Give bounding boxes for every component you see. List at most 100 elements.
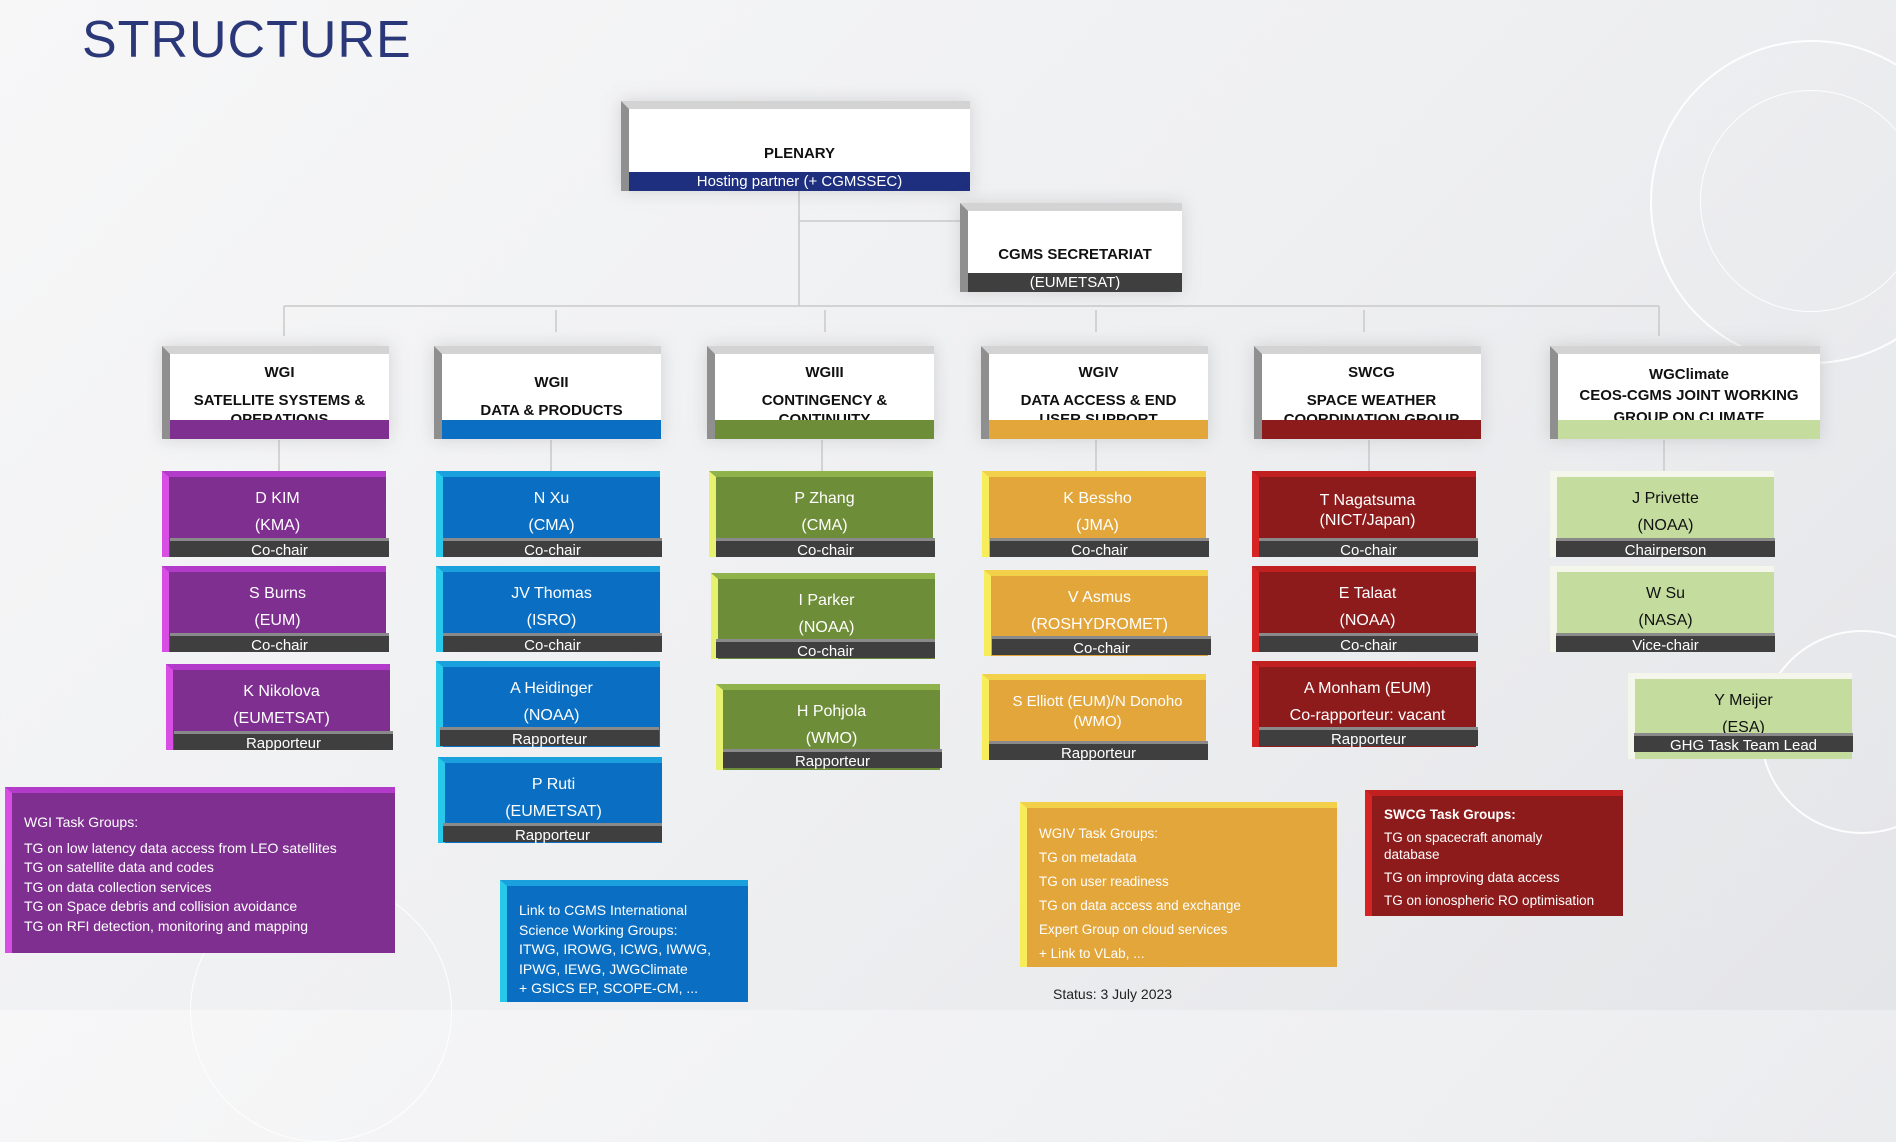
person-org: (NOAA) xyxy=(1339,612,1396,629)
secretariat-title: CGMS SECRETARIAT xyxy=(998,246,1152,263)
wg4-task-groups: WGIV Task Groups: TG on metadata TG on u… xyxy=(1020,802,1337,967)
person-name: K Bessho xyxy=(1063,490,1132,507)
wg2-title-line1: DATA & PRODUCTS xyxy=(480,402,623,419)
person-name: JV Thomas xyxy=(511,585,592,602)
person-name: S Elliott (EUM)/N Donoho xyxy=(1012,693,1183,710)
person-org: (ISRO) xyxy=(526,612,577,629)
task-groups-heading: SWCG Task Groups: xyxy=(1384,807,1516,822)
task-group-item: TG on data collection services xyxy=(24,878,212,895)
person-org: (EUM) xyxy=(254,612,301,629)
wg1-code: WGI xyxy=(264,364,295,381)
person-org: Co-rapporteur: vacant xyxy=(1289,707,1446,724)
task-group-item: TG on improving data access xyxy=(1384,870,1560,885)
person-name: P Ruti xyxy=(531,776,576,793)
wg2-header: WGII DATA & PRODUCTS xyxy=(434,346,661,439)
person-org: (CMA) xyxy=(801,517,848,534)
role-label: Rapporteur xyxy=(989,741,1208,762)
person-org: (JMA) xyxy=(1076,517,1119,534)
wg3-header: WGIII CONTINGENCY & CONTINUITY xyxy=(707,346,934,439)
task-group-item: TG on ionospheric RO optimisation xyxy=(1384,893,1595,908)
role-label: GHG Task Team Lead xyxy=(1634,733,1853,754)
role-label: Co-chair xyxy=(443,633,662,654)
wg4-header: WGIV DATA ACCESS & END USER SUPPORT xyxy=(981,346,1208,439)
task-groups-heading: WGIV Task Groups: xyxy=(1039,826,1159,841)
role-label: Co-chair xyxy=(990,538,1209,559)
science-link-line: Link to CGMS International xyxy=(519,902,688,918)
person-name: S Burns xyxy=(249,585,306,602)
plenary-title: PLENARY xyxy=(763,145,836,162)
role-label: Co-chair xyxy=(1259,633,1478,654)
person-org: (NICT/Japan) xyxy=(1319,512,1416,529)
person-name: A Heidinger xyxy=(510,680,593,697)
task-group-item: TG on Space debris and collision avoidan… xyxy=(24,898,298,914)
task-group-item: TG on RFI detection, monitoring and mapp… xyxy=(24,917,309,934)
person-org: (KMA) xyxy=(254,517,301,534)
person-org: (EUMETSAT) xyxy=(505,803,602,820)
wgclimate-title-line1: CEOS-CGMS JOINT WORKING xyxy=(1579,387,1799,404)
wg3-title-line1: CONTINGENCY & xyxy=(761,392,888,409)
wg1-task-groups: WGI Task Groups: TG on low latency data … xyxy=(5,787,395,953)
science-link-line: IPWG, IEWG, JWGClimate xyxy=(519,960,688,977)
task-group-item: TG on satellite data and codes xyxy=(24,859,214,875)
person-org: (WMO) xyxy=(1073,713,1122,730)
task-group-item: TG on spacecraft anomaly database xyxy=(1384,830,1543,862)
role-label: Rapporteur xyxy=(1259,727,1478,748)
person-name: W Su xyxy=(1645,585,1686,602)
role-label: Rapporteur xyxy=(723,749,942,770)
person-org: (NASA) xyxy=(1638,612,1693,629)
person-name: P Zhang xyxy=(794,490,855,507)
person-name: T Nagatsuma xyxy=(1319,492,1416,509)
wgclimate-header: WGClimate CEOS-CGMS JOINT WORKING GROUP … xyxy=(1550,346,1820,439)
wgclimate-color-bar xyxy=(1558,420,1820,439)
role-label: Rapporteur xyxy=(174,731,393,752)
swcg-header: SWCG SPACE WEATHER COORDINATION GROUP xyxy=(1254,346,1481,439)
person-org: (EUMETSAT) xyxy=(233,710,330,727)
role-label: Co-chair xyxy=(716,538,935,559)
task-group-item: TG on low latency data access from LEO s… xyxy=(24,839,337,856)
person-name: V Asmus xyxy=(1067,589,1132,606)
wg4-code: WGIV xyxy=(1078,364,1119,381)
person-name: J Privette xyxy=(1632,490,1699,507)
science-link-line: Science Working Groups: xyxy=(519,921,678,938)
wg2-code: WGII xyxy=(534,374,569,391)
person-name: E Talaat xyxy=(1338,585,1397,602)
secretariat-subtitle: (EUMETSAT) xyxy=(968,273,1182,292)
wg3-color-bar xyxy=(715,420,934,439)
science-link-line: + GSICS EP, SCOPE-CM, ... xyxy=(519,980,699,996)
role-label: Co-chair xyxy=(992,636,1211,657)
page-title: STRUCTURE xyxy=(82,11,412,69)
role-label: Vice-chair xyxy=(1556,633,1775,654)
person-org: (ROSHYDROMET) xyxy=(1031,616,1168,633)
role-label: Chairperson xyxy=(1556,538,1775,559)
science-link-line: ITWG, IROWG, ICWG, IWWG, xyxy=(519,941,712,957)
wg2-color-bar xyxy=(442,420,661,439)
person-name: I Parker xyxy=(798,592,855,609)
status-date: Status: 3 July 2023 xyxy=(1053,986,1173,1002)
task-group-item: Expert Group on cloud services xyxy=(1039,922,1228,937)
role-label: Co-chair xyxy=(170,633,389,654)
secretariat-box: CGMS SECRETARIAT (EUMETSAT) xyxy=(960,203,1182,292)
person-org: (NOAA) xyxy=(1637,517,1694,534)
wgclimate-code: WGClimate xyxy=(1648,366,1729,383)
swcg-task-groups: SWCG Task Groups: TG on spacecraft anoma… xyxy=(1365,790,1623,916)
swcg-code: SWCG xyxy=(1348,364,1395,381)
task-group-item: + Link to VLab, ... xyxy=(1039,946,1145,961)
role-label: Co-chair xyxy=(716,639,935,660)
task-group-item: TG on data access and exchange xyxy=(1039,898,1241,913)
plenary-subtitle: Hosting partner (+ CGMSSEC) xyxy=(629,172,970,191)
wg2-science-links: Link to CGMS International Science Worki… xyxy=(500,880,748,1002)
wg1-header: WGI SATELLITE SYSTEMS & OPERATIONS xyxy=(162,346,389,439)
person-name: Y Meijer xyxy=(1714,692,1773,709)
wg3-code: WGIII xyxy=(805,364,844,381)
wg1-title-line1: SATELLITE SYSTEMS & xyxy=(193,392,366,409)
task-groups-heading: WGI Task Groups: xyxy=(24,814,139,830)
person-name: K Nikolova xyxy=(243,683,320,700)
wg4-color-bar xyxy=(989,420,1208,439)
person-org: (ESA) xyxy=(1722,719,1765,736)
role-label: Co-chair xyxy=(170,538,389,559)
person-name: D KIM xyxy=(255,490,300,507)
wg1-color-bar xyxy=(170,420,389,439)
person-org: (CMA) xyxy=(528,517,575,534)
role-label: Rapporteur xyxy=(440,727,659,748)
person-name: H Pohjola xyxy=(796,703,867,720)
